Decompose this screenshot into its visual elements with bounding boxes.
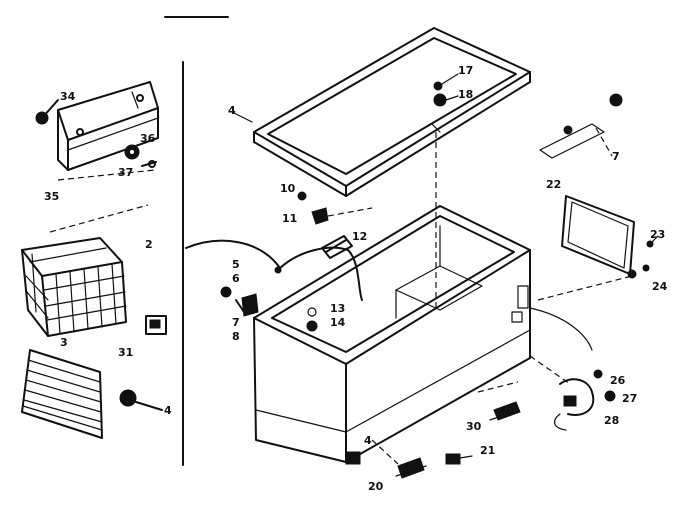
part-35-mounting-bracket: [57, 81, 159, 171]
part-30-lid-hinge: [489, 401, 521, 421]
part-7-top-right-assembly: [539, 93, 623, 159]
part-6-thermostat-knob: [220, 286, 232, 298]
leader-dash-22: [537, 275, 633, 301]
label-11: 11: [282, 212, 297, 225]
part-37-clip: [141, 160, 157, 168]
leader-dash-11: [327, 207, 373, 217]
label-6: 6: [232, 272, 240, 285]
label-24: 24: [652, 280, 668, 293]
label-3: 3: [60, 336, 68, 349]
leader-dash-2: [49, 204, 149, 233]
part-1-lid: [253, 27, 531, 197]
part-20-hinge-bottom: [395, 457, 427, 479]
label-2: 2: [145, 238, 153, 251]
label-31: 31: [118, 346, 133, 359]
label-21: 21: [480, 444, 495, 457]
label-37: 37: [118, 166, 133, 179]
freezer-cabinet: [253, 205, 531, 465]
part-27-cap: [604, 390, 616, 402]
part-11-bracket: [311, 207, 329, 225]
part-34-screw: [35, 99, 59, 125]
part-28-drain-assembly: [554, 378, 595, 431]
leader-4-lid: [233, 112, 253, 123]
label-17: 17: [458, 64, 473, 77]
part-24-screw: [642, 264, 650, 272]
label-34: 34: [60, 90, 76, 103]
label-7-therm: 7: [232, 316, 240, 329]
part-8-thermostat: [235, 293, 259, 317]
leader-dash-20: [371, 439, 399, 465]
label-14: 14: [330, 316, 346, 329]
label-10: 10: [280, 182, 296, 195]
part-26-fitting: [593, 369, 603, 379]
label-28: 28: [604, 414, 619, 427]
part-14-washer: [306, 320, 318, 332]
label-4-grille: 4: [164, 404, 172, 417]
part-3-grille-panel: [21, 349, 103, 439]
label-22: 22: [546, 178, 561, 191]
label-8: 8: [232, 330, 240, 343]
label-7-top: 7: [612, 150, 620, 163]
label-35: 35: [44, 190, 59, 203]
label-4-lid: 4: [228, 104, 236, 117]
part-5-power-cord: [185, 239, 363, 301]
part-31-basket-hanger: [145, 315, 167, 335]
leader-dash-30: [477, 381, 519, 393]
hose-arc: [529, 307, 593, 351]
part-17-screw: [433, 73, 459, 91]
label-13: 13: [330, 302, 345, 315]
part-18-hinge: [433, 93, 459, 107]
label-4-bottom: 4: [364, 434, 372, 447]
label-20: 20: [368, 480, 384, 493]
leader-dash-35: [57, 169, 156, 181]
part-10-screw: [297, 191, 307, 201]
label-27: 27: [622, 392, 637, 405]
part-22-back-panel: [561, 195, 637, 279]
part-13-screw: [307, 307, 317, 317]
label-36: 36: [140, 132, 156, 145]
part-21-screw-bottom: [445, 453, 473, 465]
part-2-wire-basket: [21, 237, 127, 337]
part-36-knob: [124, 144, 140, 160]
label-5: 5: [232, 258, 240, 271]
label-18: 18: [458, 88, 473, 101]
label-23: 23: [650, 228, 665, 241]
part-4-screw-left: [119, 389, 163, 411]
label-30: 30: [466, 420, 482, 433]
label-26: 26: [610, 374, 626, 387]
label-12: 12: [352, 230, 367, 243]
part-12-cord-clamp: [321, 235, 353, 259]
leader-dash-28: [529, 355, 571, 385]
part-23-screw: [646, 235, 659, 248]
